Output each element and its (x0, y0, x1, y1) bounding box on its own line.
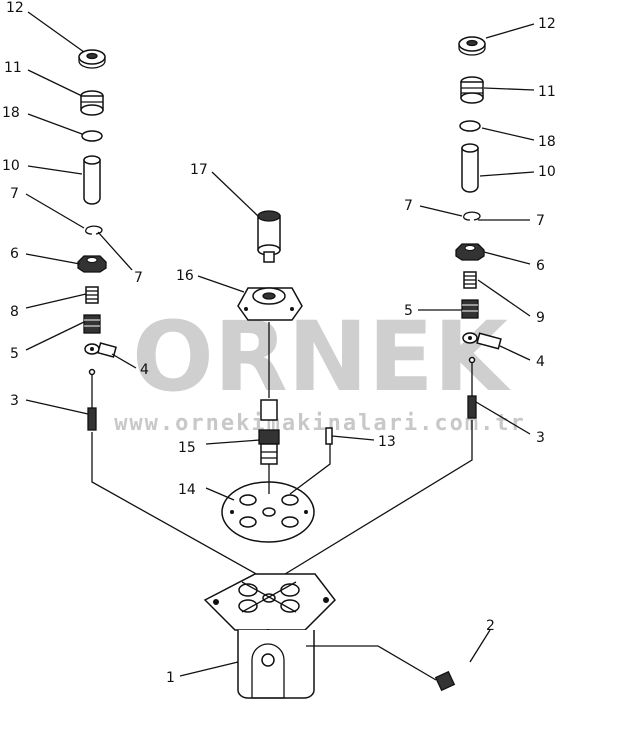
right-spring-9 (463, 271, 477, 289)
center-part-stack (221, 210, 333, 543)
center-plate-16 (237, 287, 303, 321)
label-12-right: 12 (538, 16, 556, 32)
label-7a-right: 7 (404, 198, 413, 214)
left-seal-12 (78, 49, 106, 69)
right-bushing-11 (460, 76, 484, 104)
label-4-left: 4 (140, 362, 149, 378)
center-sleeve-17 (257, 210, 281, 263)
right-rod-3 (467, 356, 477, 419)
center-gasket-14 (221, 481, 315, 543)
label-7b-left: 7 (134, 270, 143, 286)
left-retainer-7 (85, 225, 103, 235)
label-16: 16 (176, 268, 194, 284)
watermark-brand: ORNEK (132, 301, 511, 413)
left-spring-5 (83, 314, 101, 334)
right-retainer-7 (463, 211, 481, 221)
right-part-stack (455, 36, 502, 419)
callout-labels: 12 11 18 10 7 7 6 8 5 4 3 17 16 15 13 14… (2, 0, 556, 686)
watermark-url: www.ornekimakinalari.com.tr (114, 411, 526, 436)
label-3-left: 3 (10, 393, 19, 409)
left-oring-18 (81, 130, 103, 142)
callout-leaders (25, 11, 535, 677)
label-18-left: 18 (2, 105, 20, 121)
left-retainer-6 (77, 255, 107, 273)
label-15: 15 (178, 440, 196, 456)
label-14: 14 (178, 482, 196, 498)
label-4-right: 4 (536, 354, 545, 370)
label-5-left: 5 (10, 346, 19, 362)
center-pin-13 (325, 427, 333, 445)
left-bushing-11 (80, 90, 104, 116)
label-6-right: 6 (536, 258, 545, 274)
label-7b-right: 7 (536, 213, 545, 229)
label-8-left: 8 (10, 304, 19, 320)
watermark: ORNEK www.ornekimakinalari.com.tr (114, 301, 526, 436)
valve-body-1 (203, 573, 336, 699)
left-rod-3 (87, 368, 97, 431)
left-shim-4 (84, 342, 117, 358)
assembly-lines (91, 420, 473, 583)
label-13: 13 (378, 434, 396, 450)
label-18-right: 18 (538, 134, 556, 150)
label-11-left: 11 (4, 60, 22, 76)
label-1: 1 (166, 670, 175, 686)
label-7a-left: 7 (10, 186, 19, 202)
label-17: 17 (190, 162, 208, 178)
label-5-right: 5 (404, 303, 413, 319)
label-12-left: 12 (6, 0, 24, 16)
left-spring-8 (85, 286, 99, 304)
label-2: 2 (486, 618, 495, 634)
left-piston-10 (83, 155, 101, 205)
label-3-right: 3 (536, 430, 545, 446)
label-9-right: 9 (536, 310, 545, 326)
label-11-right: 11 (538, 84, 556, 100)
label-10-right: 10 (538, 164, 556, 180)
right-piston-10 (461, 143, 479, 193)
right-seal-12 (458, 36, 486, 56)
left-part-stack (77, 49, 117, 431)
center-valve-15 (258, 399, 280, 465)
right-oring-18 (459, 120, 481, 132)
label-10-left: 10 (2, 158, 20, 174)
plug-2 (306, 645, 456, 692)
label-6-left: 6 (10, 246, 19, 262)
right-retainer-6 (455, 243, 485, 261)
right-shim-4 (462, 332, 502, 350)
right-spring-5 (461, 299, 479, 319)
